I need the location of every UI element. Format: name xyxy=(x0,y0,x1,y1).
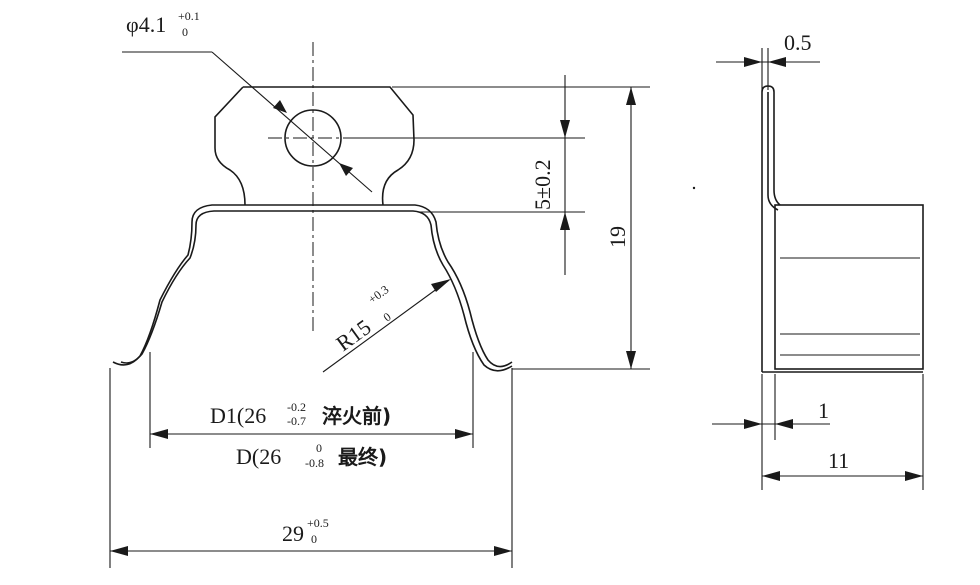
d1-dim-lower-tol: -0.7 xyxy=(287,414,306,428)
d-arrow-left xyxy=(150,429,168,439)
height-dim-label: 19 xyxy=(605,226,630,248)
d-dim-upper-tol: 0 xyxy=(316,441,322,455)
front-view: φ4.1 +0.1 0 5±0.2 19 R15 +0.3 0 D1(26 -0… xyxy=(109,9,650,568)
radius-dim-upper-tol: +0.3 xyxy=(366,282,392,306)
d-dim-lower-tol: -0.8 xyxy=(305,456,324,470)
thickness-arrow-left xyxy=(744,57,762,67)
width-dim-lower-tol: 0 xyxy=(311,532,317,546)
stray-dot xyxy=(692,186,696,190)
d1-dim-upper-tol: -0.2 xyxy=(287,400,306,414)
width-dim-upper-tol: +0.5 xyxy=(307,516,329,530)
height-arrow-bottom xyxy=(626,351,636,369)
depth-arrow-right xyxy=(905,471,923,481)
d-dim-prefix: D(26 xyxy=(236,444,281,469)
radius-dim-lower-tol: 0 xyxy=(381,310,394,325)
hole-dim-arrow-bottom xyxy=(339,163,353,176)
d1-dim-prefix: D1(26 xyxy=(210,403,266,428)
offset-dim-label: 5±0.2 xyxy=(530,159,555,210)
depth-arrow-left xyxy=(762,471,780,481)
d-arrow-right xyxy=(455,429,473,439)
offset-arrow-bottom xyxy=(560,212,570,230)
mounting-tab-outline xyxy=(214,86,415,206)
hole-dim-arrow-top xyxy=(273,100,287,113)
thickness-dim-label: 0.5 xyxy=(784,30,812,55)
width-arrow-left xyxy=(110,546,128,556)
hole-dim-lower-tol: 0 xyxy=(182,25,188,39)
side-offset-arrow-left xyxy=(744,419,762,429)
height-arrow-top xyxy=(626,87,636,105)
side-view: 0.5 1 11 xyxy=(712,30,924,490)
hole-dim-upper-tol: +0.1 xyxy=(178,9,200,23)
side-strip-inner2 xyxy=(767,92,779,211)
depth-dim-label: 11 xyxy=(828,448,849,473)
clip-body-inner xyxy=(120,210,513,372)
width-arrow-right xyxy=(494,546,512,556)
radius-arrow xyxy=(431,279,451,292)
width-dim-label: 29 xyxy=(282,521,304,546)
hole-dim-label: φ4.1 xyxy=(126,12,166,37)
radius-leader xyxy=(322,279,450,373)
side-strip-outer xyxy=(761,85,781,206)
side-body-block xyxy=(774,204,924,370)
thickness-arrow-right xyxy=(768,57,786,67)
d1-dim-note: 淬火前) xyxy=(322,404,391,428)
side-offset-arrow-right xyxy=(775,419,793,429)
side-offset-dim-label: 1 xyxy=(818,398,829,423)
offset-arrow-top xyxy=(560,120,570,138)
radius-dim-label: R15 xyxy=(331,314,375,356)
d-dim-note: 最终) xyxy=(338,445,387,469)
